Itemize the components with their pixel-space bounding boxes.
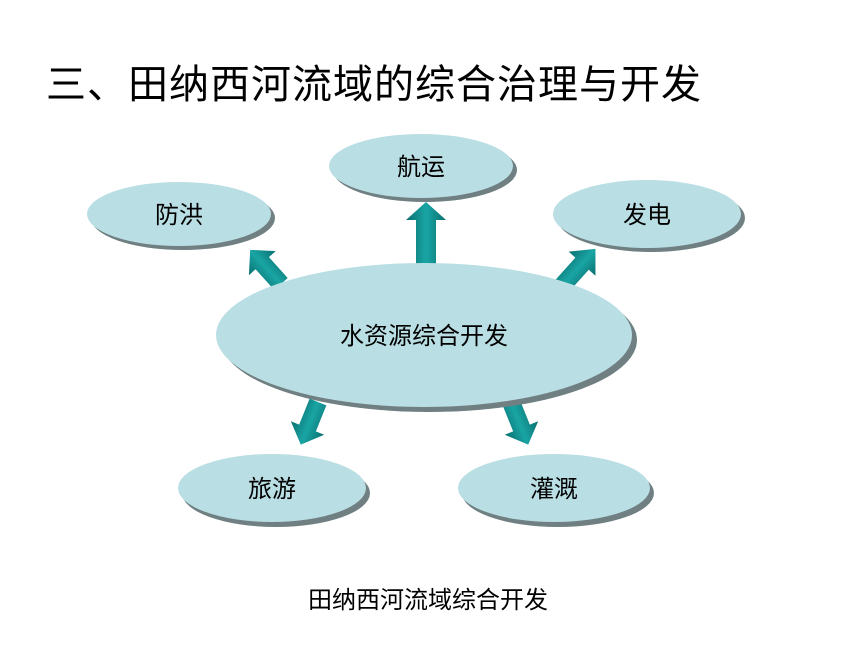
diagram-caption: 田纳西河流域综合开发	[0, 580, 860, 615]
arrow-to-navigation	[406, 202, 446, 264]
node-power-generation	[553, 180, 741, 248]
node-navigation-label: 航运	[397, 153, 445, 181]
node-power-generation-label: 发电	[623, 201, 671, 229]
node-navigation	[329, 134, 513, 198]
arrow-to-tourism	[290, 398, 327, 445]
arrow-to-power-generation	[555, 248, 596, 293]
arrow-to-irrigation	[502, 398, 539, 445]
node-flood-control	[87, 182, 271, 246]
node-irrigation-label: 灌溉	[530, 475, 578, 503]
node-flood-control-label: 防洪	[155, 201, 203, 229]
node-tourism-label: 旅游	[248, 475, 296, 503]
node-center	[216, 263, 632, 407]
arrow-to-flood-control	[248, 249, 288, 291]
diagram-caption-text: 田纳西河流域综合开发	[308, 586, 548, 614]
node-irrigation	[458, 454, 650, 522]
node-tourism	[178, 454, 366, 522]
node-center-label: 水资源综合开发	[340, 322, 508, 350]
slide-title: 三、田纳西河流域的综合治理与开发	[46, 62, 702, 108]
